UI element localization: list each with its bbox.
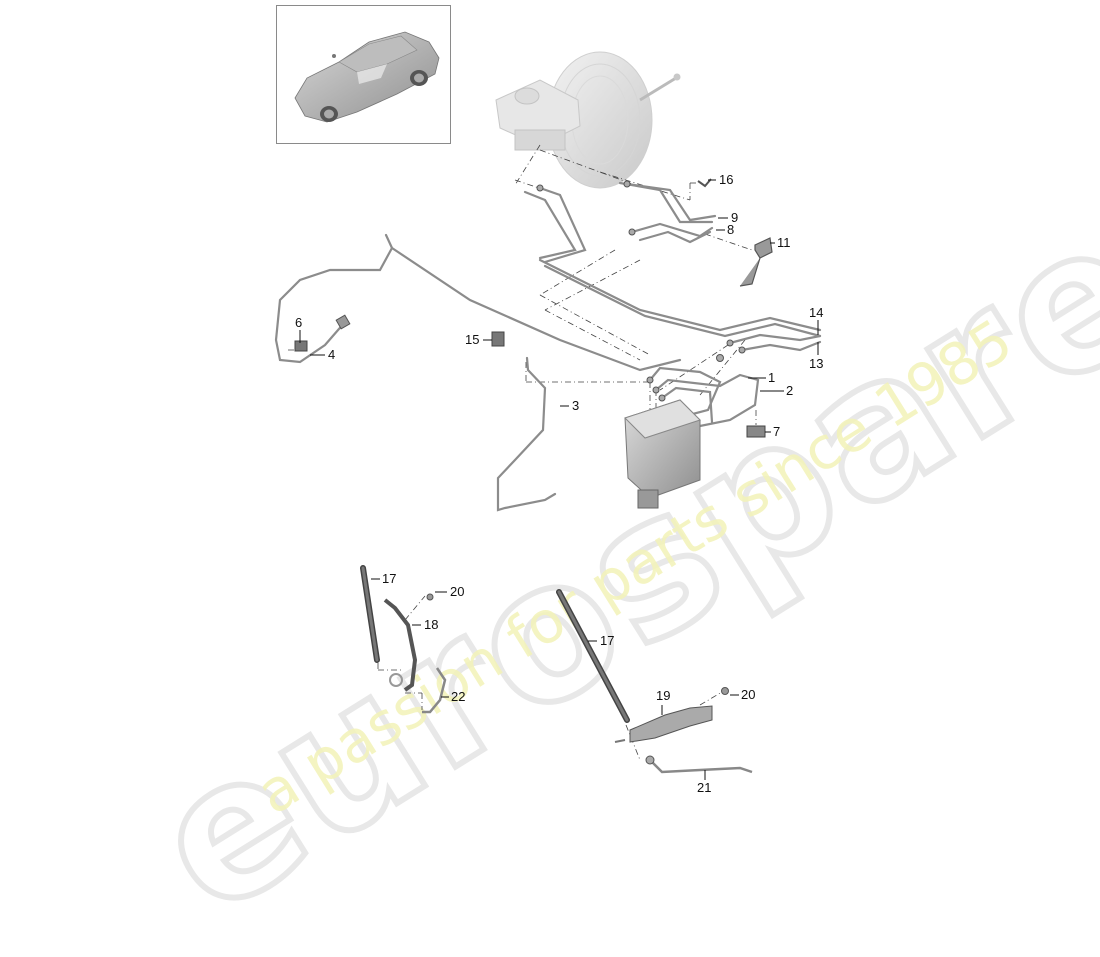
callout-4[interactable]: 4 [328, 347, 336, 362]
brake-lines [274, 181, 822, 512]
car-thumbnail [276, 5, 451, 144]
callout-7[interactable]: 7 [773, 424, 781, 439]
small-parts [294, 178, 773, 438]
callout-15[interactable]: 15 [465, 332, 480, 347]
callout-16[interactable]: 16 [719, 172, 734, 187]
callout-22[interactable]: 22 [451, 689, 466, 704]
parts-drawing [274, 51, 822, 780]
bracket-19-icon [629, 705, 713, 743]
callout-2[interactable]: 2 [786, 383, 794, 398]
hose-group-right [556, 589, 753, 774]
callout-9[interactable]: 9 [731, 210, 739, 225]
bracket-11-icon [739, 237, 773, 287]
abs-unit-icon [624, 399, 701, 509]
callout-leaders [299, 179, 819, 780]
car-thumbnail-icon [294, 31, 440, 123]
bolt-20-icon [426, 593, 434, 601]
brake-booster-icon [495, 51, 681, 189]
callout-18[interactable]: 18 [424, 617, 439, 632]
callout-20-left[interactable]: 20 [450, 584, 465, 599]
clip-16-icon [697, 178, 712, 188]
clip-15-icon [491, 331, 505, 347]
callout-14[interactable]: 14 [809, 305, 824, 320]
brake-pipe-21-icon [649, 759, 753, 774]
clip-7-icon [746, 425, 766, 438]
bracket-18-icon [383, 598, 418, 692]
callout-8[interactable]: 8 [727, 222, 735, 237]
callout-17-right[interactable]: 17 [600, 633, 615, 648]
callout-21[interactable]: 21 [697, 780, 712, 795]
brake-pipe-22-icon [422, 667, 447, 714]
leader-lines [288, 144, 757, 761]
parts-diagram-canvas: eurospares a passion for parts since 198… [115, 5, 1100, 957]
callout-13[interactable]: 13 [809, 356, 824, 371]
hose-group-left [360, 565, 447, 714]
bolt-20b-icon [721, 687, 729, 695]
callout-17-left[interactable]: 17 [382, 571, 397, 586]
clip-6-icon [294, 340, 308, 352]
callout-19[interactable]: 19 [656, 688, 671, 703]
callout-3[interactable]: 3 [572, 398, 580, 413]
callout-20-right[interactable]: 20 [741, 687, 756, 702]
callout-6[interactable]: 6 [295, 315, 303, 330]
callout-11[interactable]: 11 [777, 235, 791, 250]
callout-1[interactable]: 1 [768, 370, 776, 385]
